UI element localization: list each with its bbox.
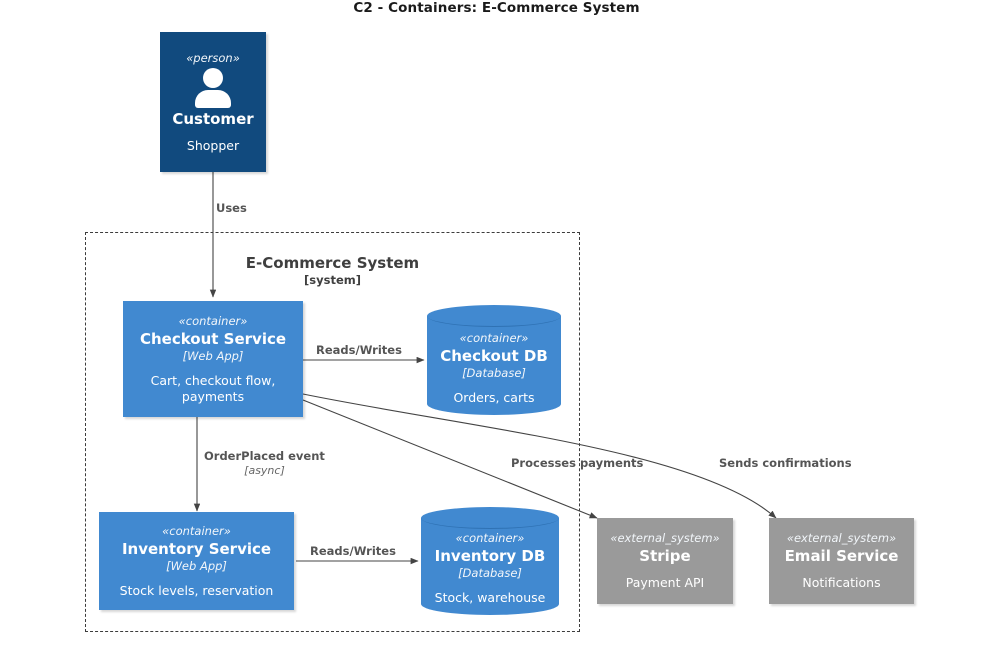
email-service-name: Email Service bbox=[784, 547, 899, 565]
customer-stereotype: «person» bbox=[186, 50, 240, 65]
edge-label-processes-payments: Processes payments bbox=[511, 456, 643, 471]
edge-label-order-placed: OrderPlaced event [async] bbox=[204, 449, 325, 478]
edge-sends-confirmations-text: Sends confirmations bbox=[719, 456, 852, 470]
stripe-stereotype: «external_system» bbox=[610, 531, 720, 545]
stripe-name: Stripe bbox=[639, 547, 691, 565]
person-icon bbox=[192, 67, 234, 108]
edge-inventory-reads-writes-text: Reads/Writes bbox=[310, 544, 396, 558]
checkout-db-description: Orders, carts bbox=[453, 390, 535, 405]
inventory-db-description: Stock, warehouse bbox=[434, 590, 546, 605]
checkout-service-tech: [Web App] bbox=[182, 348, 244, 363]
edge-processes-payments-text: Processes payments bbox=[511, 456, 644, 470]
inventory-service-name: Inventory Service bbox=[121, 539, 272, 558]
database-cylinder-icon bbox=[427, 305, 561, 415]
edge-checkout-reads-writes-text: Reads/Writes bbox=[316, 343, 402, 357]
customer-name: Customer bbox=[172, 109, 254, 128]
database-cylinder-icon bbox=[421, 507, 559, 615]
node-stripe[interactable]: «external_system» Stripe Payment API bbox=[597, 518, 733, 604]
checkout-service-description: Cart, checkout flow, payments bbox=[150, 372, 276, 404]
node-email-service[interactable]: «external_system» Email Service Notifica… bbox=[769, 518, 914, 604]
edge-order-placed-text: OrderPlaced event bbox=[204, 449, 325, 463]
system-boundary-e-commerce bbox=[85, 232, 580, 632]
email-service-stereotype: «external_system» bbox=[786, 531, 897, 545]
node-inventory-db[interactable]: «container» Inventory DB [Database] Stoc… bbox=[421, 507, 559, 615]
inventory-service-description: Stock levels, reservation bbox=[119, 582, 274, 598]
node-checkout-service[interactable]: «container» Checkout Service [Web App] C… bbox=[123, 301, 303, 417]
edge-order-placed-tech: [async] bbox=[244, 464, 285, 477]
page-title: C2 - Containers: E-Commerce System bbox=[353, 0, 640, 16]
edge-uses-text: Uses bbox=[216, 201, 247, 215]
node-inventory-service[interactable]: «container» Inventory Service [Web App] … bbox=[99, 512, 294, 610]
system-boundary-label: E-Commerce System [system] bbox=[180, 254, 485, 288]
inventory-service-stereotype: «container» bbox=[162, 523, 231, 538]
node-checkout-db[interactable]: «container» Checkout DB [Database] Order… bbox=[427, 305, 561, 415]
inventory-service-tech: [Web App] bbox=[166, 558, 227, 573]
checkout-service-stereotype: «container» bbox=[178, 313, 248, 328]
email-service-description: Notifications bbox=[802, 575, 881, 590]
inventory-db-name: Inventory DB bbox=[434, 547, 546, 565]
edge-label-checkout-reads-writes: Reads/Writes bbox=[316, 343, 402, 358]
stripe-description: Payment API bbox=[625, 575, 705, 590]
checkout-db-name: Checkout DB bbox=[440, 347, 548, 365]
boundary-tech: [system] bbox=[304, 273, 361, 287]
boundary-name: E-Commerce System bbox=[245, 254, 420, 272]
inventory-db-stereotype: «container» bbox=[455, 531, 525, 545]
inventory-db-tech: [Database] bbox=[458, 566, 522, 580]
customer-description: Shopper bbox=[186, 137, 240, 153]
node-customer[interactable]: «person» Customer Shopper bbox=[160, 32, 266, 172]
edge-label-inventory-reads-writes: Reads/Writes bbox=[310, 544, 396, 559]
checkout-db-tech: [Database] bbox=[462, 366, 526, 380]
edge-label-sends-confirmations: Sends confirmations bbox=[719, 456, 852, 471]
checkout-service-name: Checkout Service bbox=[139, 329, 287, 348]
checkout-db-stereotype: «container» bbox=[459, 331, 529, 345]
edge-label-uses: Uses bbox=[216, 201, 247, 216]
